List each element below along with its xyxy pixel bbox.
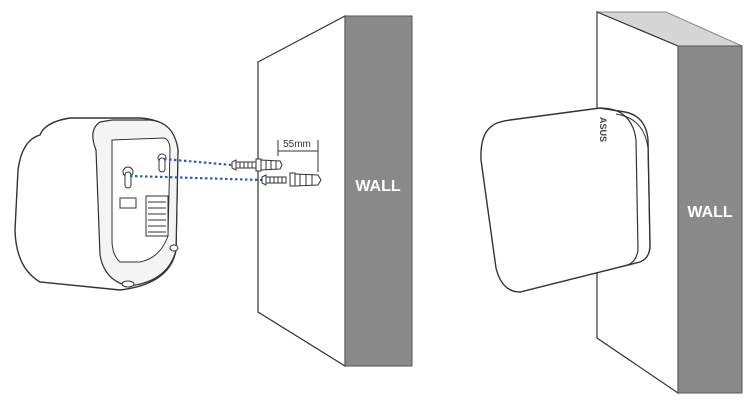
device-foot — [169, 244, 179, 252]
router-device-back-view — [14, 117, 179, 291]
screw-icon — [261, 174, 287, 186]
device-logo: ASUS — [598, 117, 608, 142]
keyhole-slot-right — [157, 153, 167, 173]
left-wall: WALL — [257, 15, 413, 368]
alignment-line-lower — [129, 174, 263, 182]
wall-anchor-icon — [289, 172, 322, 187]
wall-anchor-icon — [255, 158, 283, 172]
mounted-device-back-edge — [599, 107, 639, 267]
spacing-dimension-label: 55mm — [283, 139, 311, 150]
left-wall-side — [344, 15, 413, 367]
port-bracket — [119, 197, 137, 209]
keyhole-slot-left — [122, 166, 134, 189]
right-wall-label: WALL — [687, 204, 733, 221]
left-wall-label: WALL — [355, 178, 401, 195]
right-wall-side — [677, 45, 743, 394]
router-device-mounted-view: ASUS — [480, 107, 651, 293]
spacing-dimension — [277, 140, 319, 172]
mounted-device-rim — [615, 113, 651, 251]
mounted-device-body — [480, 107, 651, 293]
device-foot — [121, 280, 135, 288]
left-wall-face — [257, 15, 346, 368]
alignment-line-upper — [163, 157, 233, 167]
vent-grille — [145, 195, 169, 237]
screw-icon — [231, 159, 257, 171]
alignment-lines — [129, 157, 263, 182]
